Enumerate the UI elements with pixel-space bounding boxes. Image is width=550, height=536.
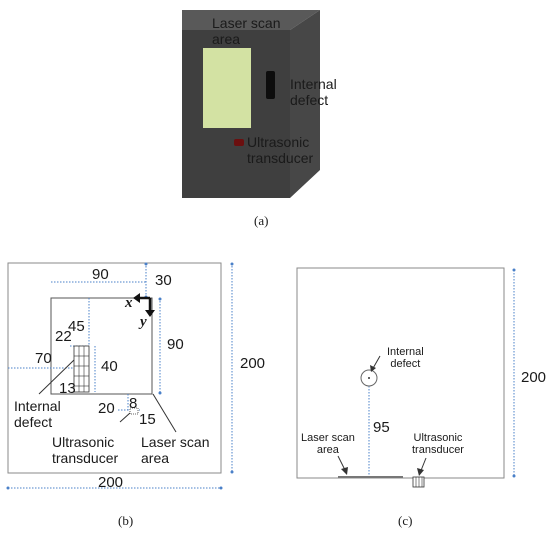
laser-scan-area-shape — [203, 48, 251, 128]
transducer-block-c — [412, 476, 425, 488]
transducer-label-c: Ultrasonic transducer — [412, 432, 464, 456]
caption-c: (c) — [398, 513, 413, 528]
laser-scan-area-label-b: Laser scan area — [141, 434, 210, 466]
transducer-block — [129, 407, 139, 415]
dim-15: 15 — [139, 411, 156, 428]
dim-95: 95 — [373, 419, 390, 436]
internal-defect-label-b: Internal defect — [14, 398, 61, 430]
dim-8: 8 — [129, 395, 138, 412]
caption-a: (a) — [254, 213, 269, 228]
dim-200-bottom: 200 — [98, 474, 124, 491]
dim-20: 20 — [98, 400, 115, 417]
transducer-label-b: Ultrasonic transducer — [52, 434, 119, 466]
internal-defect-shape — [266, 71, 275, 99]
dim-30: 30 — [155, 272, 172, 289]
defect-circle — [360, 369, 378, 387]
axis-x-label: x — [125, 295, 133, 311]
laser-scan-area-label-c: Laser scan area — [301, 432, 355, 456]
dim-90-right: 90 — [167, 336, 184, 353]
internal-defect-label-a: Internal defect — [290, 76, 337, 108]
dim-22: 22 — [55, 328, 72, 345]
dim-45: 45 — [68, 318, 85, 335]
caption-b: (b) — [118, 513, 134, 528]
laser-scan-area-label-a: Laser scan area — [212, 15, 281, 47]
internal-defect-block — [73, 345, 90, 393]
dim-13: 13 — [59, 380, 76, 397]
transducer-shape — [234, 139, 244, 146]
cube-top-face — [182, 10, 320, 30]
scan-area-square — [50, 297, 153, 395]
dim-200-c: 200 — [521, 369, 547, 386]
internal-defect-label-c: Internal defect — [387, 346, 424, 370]
cube-side-face — [290, 10, 320, 198]
transducer-label-a: Ultrasonic transducer — [247, 134, 314, 166]
dim-90-top: 90 — [92, 266, 109, 283]
axis-y-label: y — [140, 314, 147, 330]
dim-40: 40 — [101, 358, 118, 375]
dim-70: 70 — [35, 350, 52, 367]
dim-200-right: 200 — [240, 355, 266, 372]
